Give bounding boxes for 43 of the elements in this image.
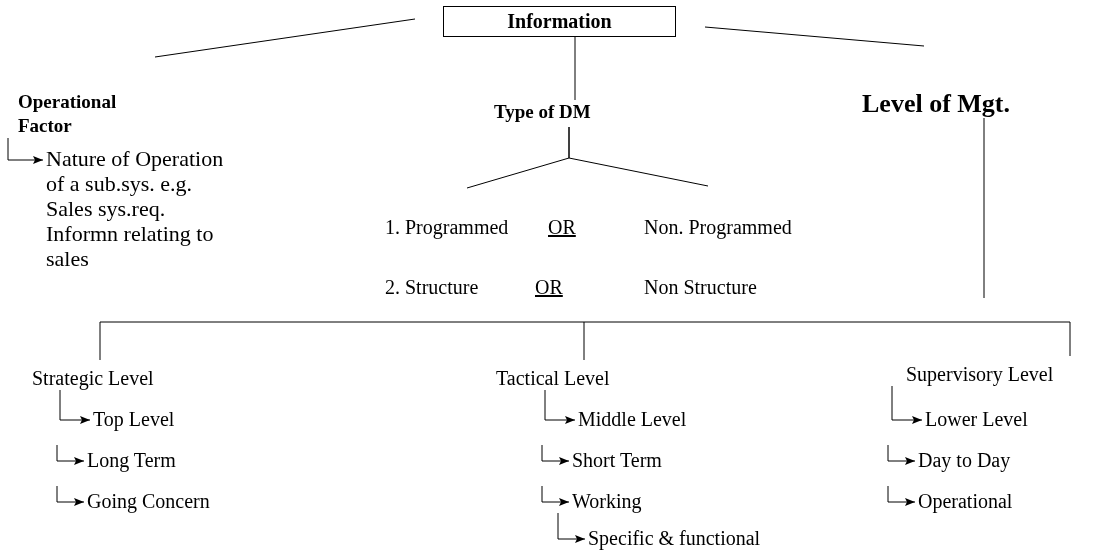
connector-line [583,321,585,361]
arrow [544,389,576,424]
list-item: Working [572,489,692,513]
branch-heading: Operational Factor [18,90,138,138]
arrow [541,444,570,465]
option-text: 2. Structure [385,275,479,299]
connector-line [704,26,925,47]
arrow [59,389,91,424]
level-heading: Strategic Level [32,366,202,390]
arrow [56,485,85,506]
list-item: Top Level [93,407,233,431]
arrow [887,444,916,465]
connector-line [568,126,709,187]
connector-line [583,321,1071,357]
arrow [541,485,570,506]
option-text: Non. Programmed [644,215,844,239]
connector-line [574,36,576,101]
arrow [887,485,916,506]
connector-line [99,321,585,361]
branch-heading: Level of Mgt. [862,92,1052,116]
option-text: 1. Programmed [385,215,525,239]
level-heading: Supervisory Level [906,362,1106,386]
connector-word: OR [535,275,563,299]
description-text: Nature of Operation of a sub.sys. e.g. Sales sys.req. Informn relating to sales [46,146,232,271]
connector-line [154,18,416,58]
arrow [891,385,923,424]
list-item: Long Term [87,448,227,472]
list-item: Lower Level [925,407,1075,431]
list-item: Short Term [572,448,712,472]
list-item: Specific & functional [588,526,798,550]
branch-heading: Type of DM [494,100,644,124]
list-item: Day to Day [918,448,1058,472]
level-heading: Tactical Level [496,366,656,390]
arrow [557,512,586,543]
list-item: Operational [918,489,1058,513]
arrow [56,444,85,465]
list-item: Going Concern [87,489,267,513]
connector-word: OR [548,215,576,239]
list-item: Middle Level [578,407,728,431]
arrow [7,137,44,164]
connector-line [983,117,985,299]
option-text: Non Structure [644,275,757,299]
title-box: Information [443,6,676,37]
